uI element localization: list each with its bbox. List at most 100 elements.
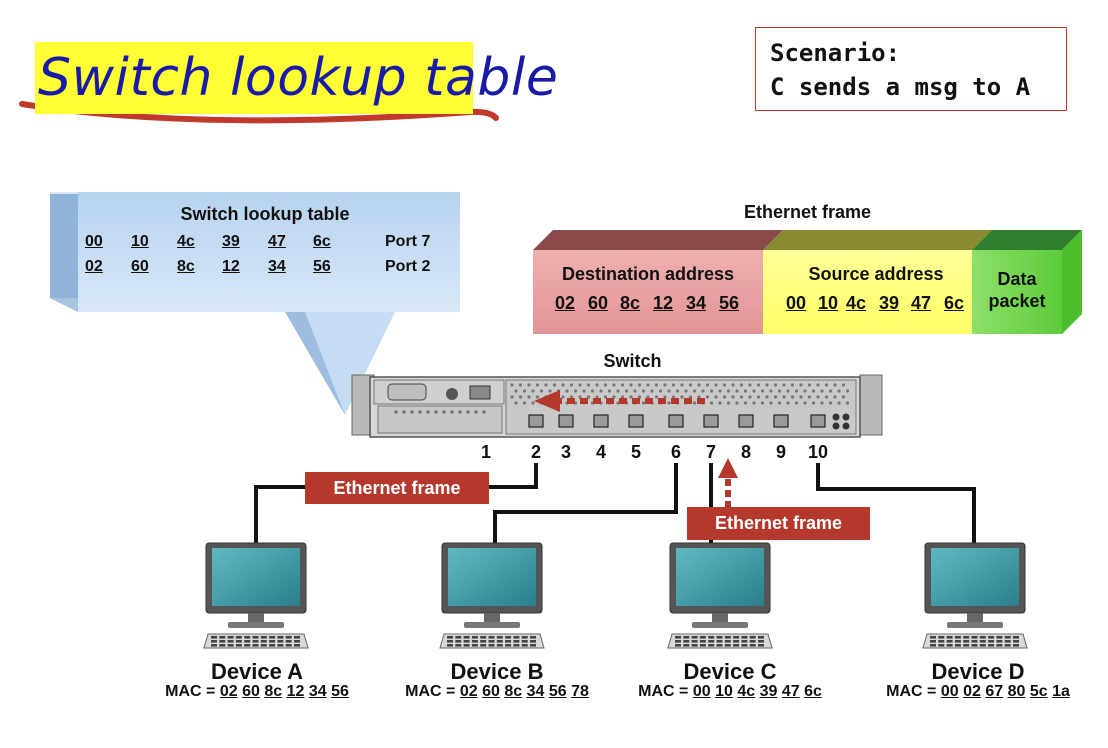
vent-hole: [790, 383, 795, 387]
device-mac-octet: 39: [759, 683, 778, 700]
vent-hole: [705, 395, 710, 399]
vent-hole: [833, 383, 837, 387]
vent-hole: [803, 401, 807, 405]
vent-hole: [697, 395, 701, 399]
vent-hole: [726, 401, 731, 405]
scenario-box: Scenario: C sends a msg to A: [755, 27, 1067, 111]
vent-hole: [434, 410, 438, 414]
vent-hole: [561, 383, 565, 387]
vent-hole: [586, 383, 591, 387]
vent-hole: [535, 395, 540, 399]
ethernet-frame-label-left: Ethernet frame: [305, 472, 489, 504]
source-mac-octet: 47: [911, 293, 932, 313]
vent-hole: [765, 395, 769, 399]
vent-hole: [620, 395, 625, 399]
vent-hole: [841, 395, 846, 399]
device-mac-prefix: MAC =: [165, 683, 220, 700]
source-mac-octet: 4c: [846, 293, 867, 313]
port-jack: [703, 414, 719, 428]
lookup-table-mac-octet: 56: [313, 258, 331, 275]
switch-port-number: 8: [740, 442, 751, 462]
vent-hole: [841, 383, 846, 387]
vent-hole: [658, 389, 663, 393]
lookup-table-mac-octet: 00: [85, 233, 103, 250]
vent-hole: [522, 401, 527, 405]
ethernet-frame-title: Ethernet frame: [743, 202, 872, 222]
vent-hole: [731, 383, 735, 387]
vent-hole: [828, 401, 833, 405]
vent-hole: [803, 389, 807, 393]
vent-hole: [680, 383, 684, 387]
vent-hole: [595, 383, 599, 387]
vent-hole: [518, 395, 523, 399]
vent-hole: [654, 395, 659, 399]
vent-hole: [701, 389, 705, 393]
device-mac-octet: 34: [526, 683, 545, 700]
port-jack: [738, 414, 754, 428]
vent-hole: [675, 389, 680, 393]
vent-hole: [833, 395, 837, 399]
source-mac-octet: 6c: [944, 293, 965, 313]
device-mac-octet: 67: [985, 683, 1004, 700]
vent-hole: [709, 401, 714, 405]
computer-icon: [922, 542, 1028, 649]
vent-hole: [565, 389, 569, 393]
device-name: Device A: [210, 659, 304, 684]
vent-hole: [705, 383, 710, 387]
vent-hole: [743, 389, 748, 393]
switch-port-number: 5: [630, 442, 641, 462]
vent-hole: [663, 383, 667, 387]
switch-port-number: 4: [595, 442, 606, 462]
vent-hole: [637, 395, 642, 399]
data-packet-label-line-1: Data: [997, 269, 1037, 289]
vent-hole: [845, 401, 850, 405]
vent-hole: [671, 383, 676, 387]
device-mac-octet: 34: [308, 683, 327, 700]
vent-hole: [510, 383, 514, 387]
vent-hole: [773, 383, 778, 387]
status-led: [842, 422, 850, 430]
vent-hole: [590, 389, 595, 393]
destination-mac-octet: 12: [653, 293, 674, 313]
destination-mac-octet: 56: [719, 293, 740, 313]
vent-hole: [418, 410, 422, 414]
vent-hole: [514, 389, 518, 393]
vent-hole: [782, 383, 786, 387]
device-c-up-arrow: [718, 458, 738, 508]
lookup-table-port: Port 2: [385, 258, 431, 275]
vent-hole: [735, 389, 739, 393]
vent-hole: [402, 410, 406, 414]
vent-hole: [561, 395, 565, 399]
computer-icon: [667, 542, 773, 649]
device-mac-octet: 02: [963, 683, 981, 700]
lookup-table-mac-octet: 6c: [313, 233, 331, 250]
device-name: Device D: [931, 659, 1025, 684]
vent-hole: [586, 395, 591, 399]
page-title: Switch lookup table: [38, 48, 559, 108]
vent-hole: [531, 389, 535, 393]
vent-hole: [820, 401, 824, 405]
vent-hole: [760, 401, 765, 405]
vent-hole: [612, 383, 616, 387]
port-jack: [773, 414, 789, 428]
device-mac-octet: 00: [940, 683, 959, 700]
vent-hole: [769, 389, 773, 393]
vent-hole: [620, 383, 625, 387]
lookup-table-mac-octet: 4c: [177, 233, 195, 250]
vent-hole: [739, 383, 744, 387]
vent-hole: [527, 395, 531, 399]
vent-hole: [748, 383, 752, 387]
vent-hole: [595, 395, 599, 399]
scenario-line-1: Scenario:: [770, 39, 901, 67]
vent-hole: [394, 410, 398, 414]
device-mac-octet: 12: [286, 683, 305, 700]
lookup-table-mac-octet: 34: [268, 258, 286, 275]
vent-hole: [531, 401, 535, 405]
device-mac-octet: 4c: [737, 683, 756, 700]
vent-hole: [837, 401, 841, 405]
vent-hole: [688, 383, 693, 387]
vent-hole: [828, 389, 833, 393]
vent-hole: [714, 395, 718, 399]
status-led: [832, 413, 840, 421]
vent-hole: [522, 389, 527, 393]
